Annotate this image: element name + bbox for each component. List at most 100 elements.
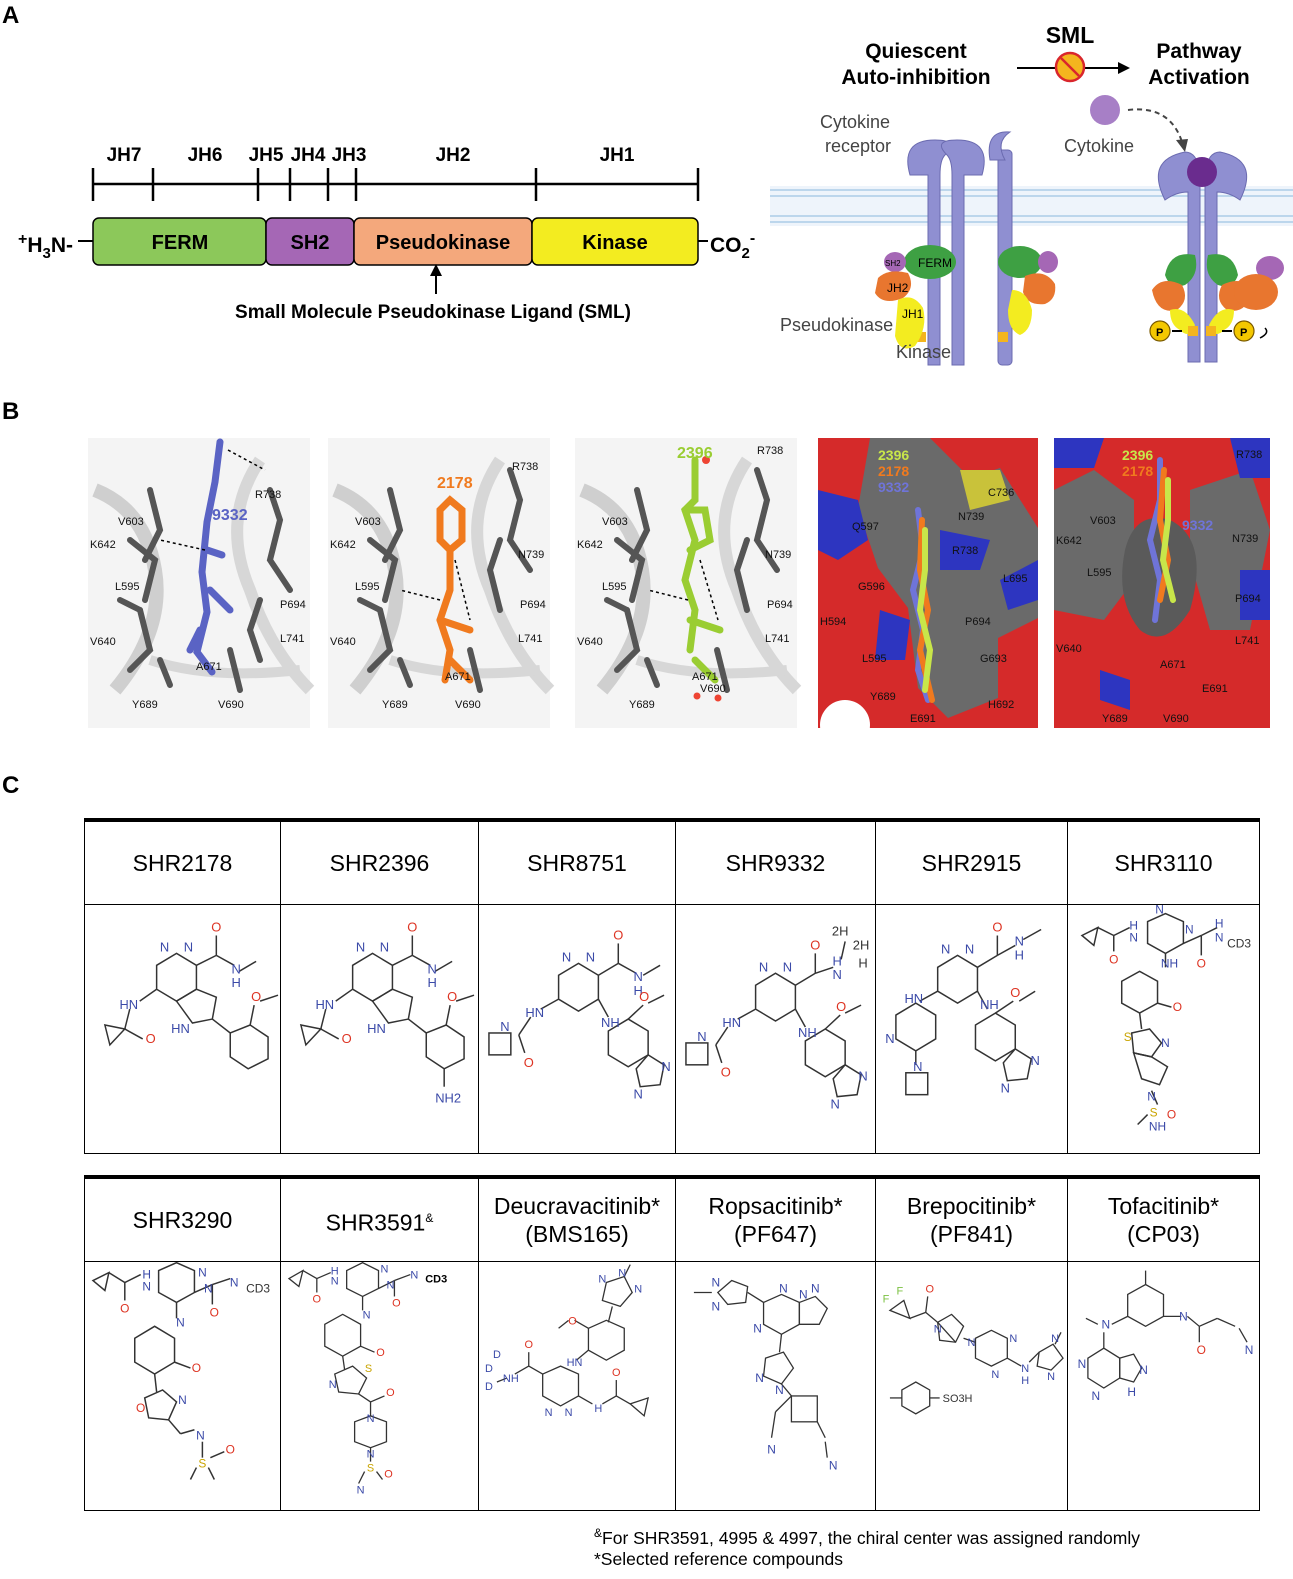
- atom-label: O: [992, 920, 1002, 935]
- residue-label: P694: [965, 616, 991, 628]
- compound-table-row2: SHR3290 SHR3591& Deucravacitinib*(BMS165…: [84, 1175, 1260, 1511]
- ligand-label: 2396: [677, 445, 713, 462]
- atom-label: H: [594, 1403, 602, 1415]
- atom-label: N: [831, 1097, 840, 1112]
- atom-label: N: [1030, 1053, 1039, 1068]
- residue-label: L741: [1235, 635, 1259, 647]
- residue-label: L741: [765, 633, 789, 645]
- structure-shr3290: H N O N N O N CD3 N O O N N S O: [84, 1261, 281, 1511]
- atom-label: N: [1185, 923, 1194, 937]
- atom-label: N: [767, 1443, 776, 1457]
- atom-label: N: [1051, 1333, 1059, 1345]
- pseudokinase-label: Pseudokinase: [376, 232, 511, 254]
- atom-label: N: [711, 1276, 720, 1290]
- atom-label: HN: [367, 1021, 386, 1036]
- atom-label: HN: [722, 1015, 741, 1030]
- residue-label: Q597: [852, 521, 879, 533]
- view-surface-top: 2396 2178 9332 R738 V603 N739 K642 L595 …: [1054, 438, 1270, 728]
- residue-label: V690: [700, 683, 726, 695]
- atom-label: N: [410, 1270, 418, 1282]
- residue-label: N739: [1232, 533, 1258, 545]
- atom-label: O: [447, 989, 457, 1004]
- compound-name-text: Ropsacitinib*: [708, 1193, 843, 1219]
- compound-name: SHR3290: [84, 1176, 281, 1262]
- atom-label: N: [1078, 1357, 1087, 1371]
- atom-label: O: [392, 1297, 401, 1309]
- pathway-title-2: Activation: [1148, 66, 1250, 89]
- residue-label: P694: [1235, 593, 1261, 605]
- residue-label: V640: [90, 636, 116, 648]
- residue-label: H692: [988, 699, 1014, 711]
- structure-shr3110: H N O N N O H N CD3 NH O S N N S O NH: [1067, 904, 1260, 1154]
- atom-label: N: [1009, 1333, 1017, 1345]
- residue-label: K642: [1056, 535, 1082, 547]
- atom-label: NH: [798, 1025, 817, 1040]
- atom-label: O: [1010, 985, 1020, 1000]
- atom-label: N: [545, 1407, 553, 1419]
- atom-label: O: [524, 1339, 533, 1351]
- compound-name-text: Brepocitinib*: [906, 1193, 1037, 1219]
- molecule-drawing: N N O H N 2H 2H H HN O N NH O N N: [685, 923, 869, 1112]
- jh2-label: JH2: [436, 145, 471, 166]
- compound-code: (CP03): [1127, 1221, 1200, 1247]
- atom-label: N: [858, 1069, 867, 1084]
- compound-name-text: Deucravacitinib*: [493, 1193, 661, 1219]
- atom-label: N: [618, 1268, 626, 1280]
- compound-name: SHR9332: [675, 819, 876, 905]
- atom-label: O: [836, 999, 846, 1014]
- ligand-label: 2396: [1122, 447, 1153, 463]
- atom-label: N: [367, 1449, 375, 1461]
- residue-label: R738: [757, 445, 783, 457]
- jh7-label: JH7: [107, 145, 142, 166]
- footnote-text: *Selected reference compounds: [594, 1549, 844, 1569]
- sh2-label: SH2: [291, 232, 330, 254]
- atom-label: H: [232, 975, 241, 990]
- atom-label: N: [1147, 1090, 1156, 1104]
- cytokine-receptor-label-1: Cytokine: [820, 112, 890, 132]
- residue-label: L695: [1003, 573, 1027, 585]
- atom-label: N: [1092, 1389, 1101, 1403]
- ligand-label: 2178: [1122, 463, 1153, 479]
- residue-label: P694: [280, 599, 306, 611]
- atom-label: O: [721, 1065, 731, 1080]
- jh1-label: JH1: [600, 145, 635, 166]
- residue-label: V640: [1056, 643, 1082, 655]
- jh3-label: JH3: [332, 145, 367, 166]
- view-2178: 2178 R738 V603 N739 K642 L595 P694 V640 …: [328, 438, 555, 728]
- atom-label: N: [1155, 905, 1164, 917]
- panel-letter-a: A: [2, 2, 20, 29]
- atom-label: N: [1245, 1343, 1254, 1357]
- atom-label: N: [363, 1309, 371, 1321]
- residue-label: R738: [255, 489, 281, 501]
- domain-architecture: JH7 JH6 JH5 JH4 JH3 JH2 JH1 FERM SH2 Pse…: [18, 145, 755, 323]
- atom-label: CD3: [246, 1281, 270, 1295]
- atom-label: HN: [171, 1021, 190, 1036]
- atom-label: N: [1129, 930, 1138, 944]
- residue-label: G596: [858, 581, 885, 593]
- footnote-chiral: &For SHR3591, 4995 & 4997, the chiral ce…: [594, 1526, 1140, 1549]
- atom-label: N: [367, 1413, 375, 1425]
- atom-label: N: [178, 1393, 187, 1407]
- compound-name: SHR2178: [84, 819, 281, 905]
- atom-label: NH: [1149, 1119, 1166, 1133]
- residue-label: A671: [445, 671, 471, 683]
- molecule-drawing: F F O N N N N N H N N SO3H: [883, 1283, 1064, 1415]
- compound-code: (PF841): [929, 1221, 1014, 1247]
- residue-label: N739: [958, 511, 984, 523]
- ligand-label: 9332: [878, 479, 909, 495]
- atom-label: NH: [1161, 956, 1178, 970]
- atom-label: N: [331, 1276, 339, 1288]
- atom-label: NH2: [435, 1091, 461, 1106]
- atom-label: H: [1215, 917, 1224, 931]
- atom-label: N: [598, 1274, 606, 1286]
- atom-label: O: [613, 927, 623, 942]
- atom-label: S: [1124, 1030, 1132, 1044]
- residue-label: L595: [862, 653, 886, 665]
- atom-label: O: [810, 937, 820, 952]
- footnote-mark: &: [594, 1526, 603, 1540]
- residue-label: V603: [1090, 515, 1116, 527]
- residue-label: A671: [692, 671, 718, 683]
- residue-label: N739: [765, 549, 791, 561]
- atom-label: N: [198, 1266, 207, 1280]
- atom-label: O: [384, 1469, 393, 1481]
